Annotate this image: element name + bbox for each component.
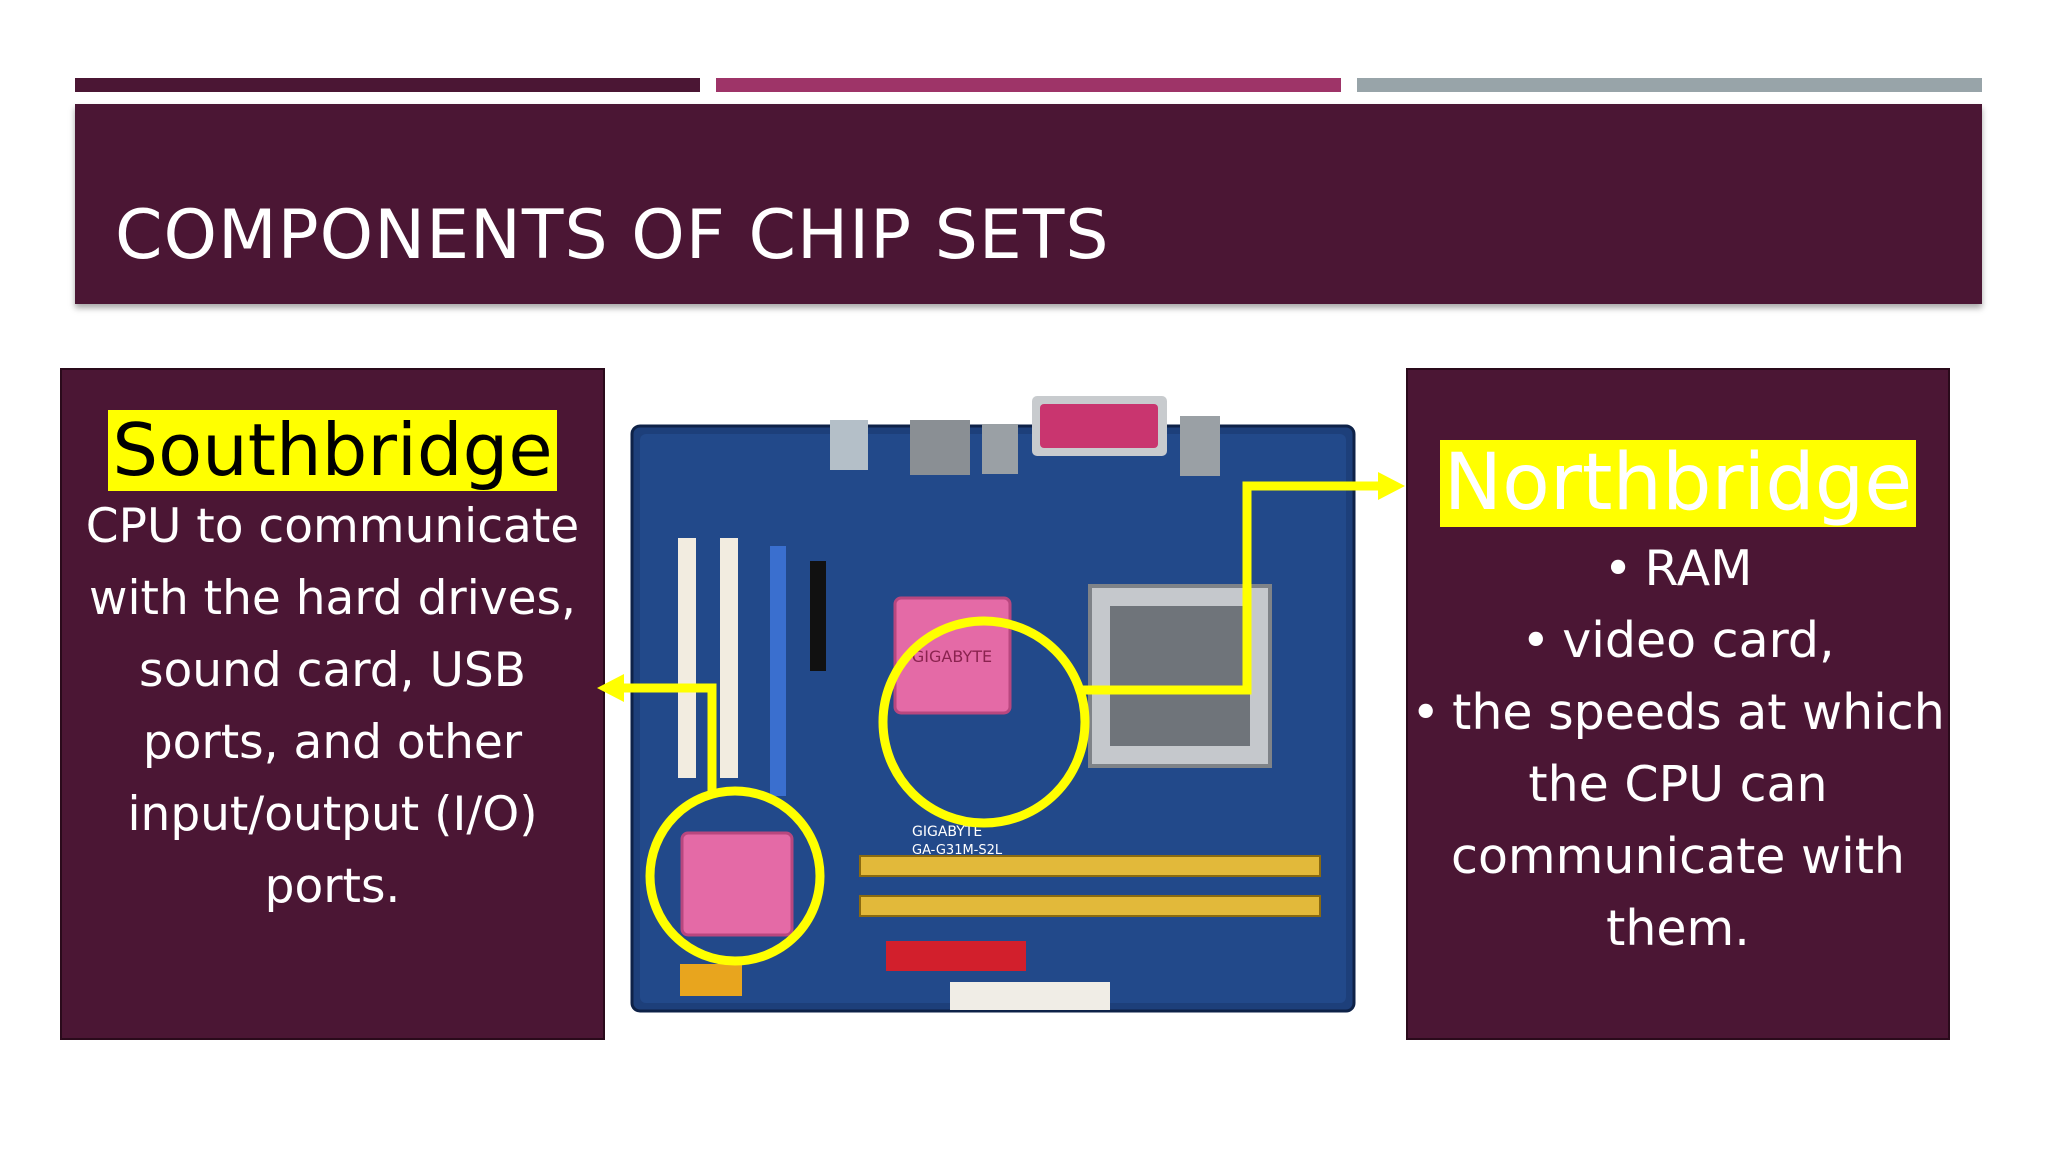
southbridge-description: CPU to communicate with the hard drives,… — [85, 498, 580, 914]
board-model-text: GA-G31M-S2L — [912, 843, 1003, 858]
northbridge-arrow-icon — [1378, 472, 1405, 500]
southbridge-heading: Southbridge — [108, 410, 557, 491]
board-brand-text: GIGABYTE — [912, 824, 982, 840]
list-item: •RAM — [1603, 540, 1753, 598]
slide-title: COMPONENTS OF CHIP SETS — [115, 196, 1110, 275]
list-item: •video card, — [1521, 612, 1835, 670]
title-banner: COMPONENTS OF CHIP SETS — [75, 104, 1982, 304]
heatsink-brand-label: GIGABYTE — [912, 647, 992, 666]
list-item: •the speeds at which the CPU can communi… — [1411, 684, 1945, 958]
northbridge-heading: Northbridge — [1439, 439, 1917, 528]
southbridge-panel: Southbridge CPU to communicate with the … — [60, 368, 605, 1040]
bullet-icon: • — [1521, 612, 1551, 670]
top-bar-gray — [1357, 78, 1982, 92]
bullet-icon: • — [1603, 540, 1633, 598]
bullet-icon: • — [1411, 684, 1441, 742]
top-bar-magenta — [716, 78, 1341, 92]
motherboard-image: GIGABYTE GIGABYTE GA-G31M-S2L — [630, 396, 1356, 1013]
northbridge-panel: Northbridge •RAM •video card, •the speed… — [1406, 368, 1950, 1040]
top-bar-plum — [75, 78, 700, 92]
northbridge-bullets: •RAM •video card, •the speeds at which t… — [1408, 533, 1948, 965]
